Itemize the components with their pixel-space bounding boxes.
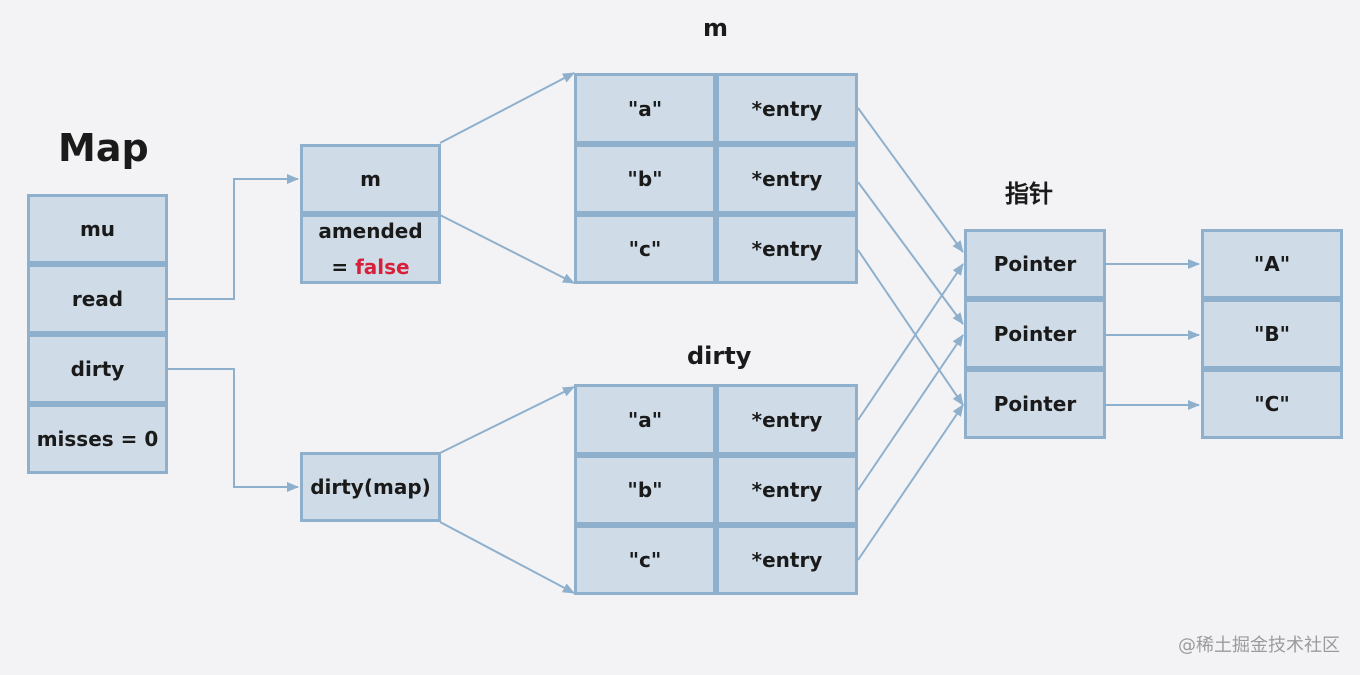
value-B: "B" bbox=[1201, 299, 1343, 369]
amended-value: false bbox=[355, 255, 410, 279]
value-A: "A" bbox=[1201, 229, 1343, 299]
m-key-b: "b" bbox=[574, 144, 716, 214]
map-title: Map bbox=[58, 126, 149, 170]
map-field-read: read bbox=[27, 264, 168, 334]
arrow-dirty-a-to-pointer1 bbox=[857, 263, 964, 421]
arrow-m-to-table-top bbox=[439, 72, 575, 144]
map-field-dirty: dirty bbox=[27, 334, 168, 404]
dirty-value-b: *entry bbox=[716, 455, 858, 525]
dirty-map-box: dirty(map) bbox=[300, 452, 441, 522]
m-table-title: m bbox=[703, 14, 729, 42]
pointer-2: Pointer bbox=[964, 299, 1106, 369]
watermark: @稀土掘金技术社区 bbox=[1178, 635, 1340, 656]
dirty-value-a: *entry bbox=[716, 384, 858, 455]
m-key-a: "a" bbox=[574, 73, 716, 144]
arrow-dirtymap-to-table-bottom bbox=[439, 521, 575, 594]
readonly-amended: amended = false bbox=[300, 214, 441, 284]
map-field-misses: misses = 0 bbox=[27, 404, 168, 474]
arrow-dirty-c-to-pointer3 bbox=[857, 404, 964, 561]
m-value-b: *entry bbox=[716, 144, 858, 214]
arrow-dirty-b-to-pointer2 bbox=[857, 334, 964, 491]
arrow-m-c-to-pointer3 bbox=[857, 249, 964, 406]
pointer-title: 指针 bbox=[1005, 180, 1053, 208]
arrow-m-to-table-bottom bbox=[439, 214, 575, 284]
dirty-table-title: dirty bbox=[687, 342, 752, 370]
arrow-m-b-to-pointer2 bbox=[857, 181, 964, 325]
dirty-key-a: "a" bbox=[574, 384, 716, 455]
arrow-dirty-to-dirtymap bbox=[168, 368, 299, 492]
amended-label: amended bbox=[318, 219, 423, 243]
pointer-3: Pointer bbox=[964, 369, 1106, 439]
dirty-key-b: "b" bbox=[574, 455, 716, 525]
map-field-mu: mu bbox=[27, 194, 168, 264]
readonly-m: m bbox=[300, 144, 441, 214]
arrow-dirtymap-to-table-top bbox=[439, 386, 575, 454]
m-value-c: *entry bbox=[716, 214, 858, 284]
dirty-key-c: "c" bbox=[574, 525, 716, 595]
m-key-c: "c" bbox=[574, 214, 716, 284]
dirty-value-c: *entry bbox=[716, 525, 858, 595]
amended-eq: = bbox=[331, 255, 356, 279]
pointer-1: Pointer bbox=[964, 229, 1106, 299]
value-C: "C" bbox=[1201, 369, 1343, 439]
m-value-a: *entry bbox=[716, 73, 858, 144]
amended-value-line: = false bbox=[331, 249, 409, 285]
arrow-m-a-to-pointer1 bbox=[857, 107, 964, 253]
arrow-read-to-m bbox=[168, 174, 299, 300]
